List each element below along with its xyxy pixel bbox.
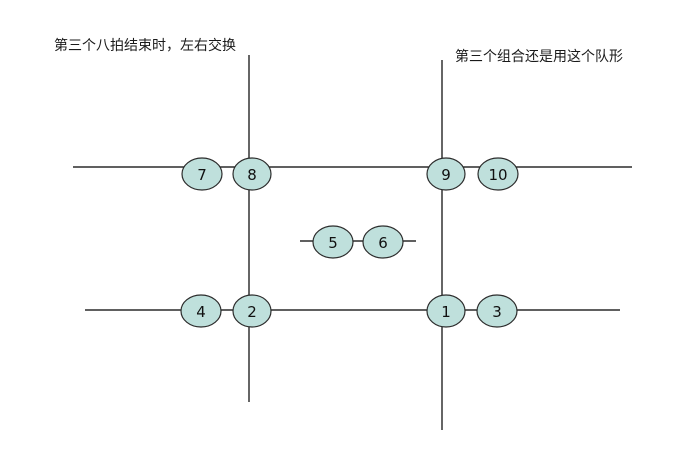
formation-note-right: 第三个组合还是用这个队形: [455, 49, 623, 65]
dancer-6-label: 6: [378, 234, 388, 252]
dancer-3-label: 3: [492, 303, 502, 321]
dancer-8-label: 8: [247, 166, 257, 184]
dancer-5-label: 5: [328, 234, 338, 252]
dancer-9-label: 9: [441, 166, 451, 184]
dancer-10-label: 10: [488, 166, 507, 184]
dancer-7: 7: [181, 157, 223, 191]
dancer-3: 3: [476, 294, 518, 328]
dancer-4-label: 4: [196, 303, 206, 321]
dancer-7-label: 7: [197, 166, 207, 184]
dancer-9: 9: [426, 157, 466, 191]
dancer-6: 6: [362, 225, 404, 259]
dancer-1: 1: [426, 294, 466, 328]
dancer-4: 4: [180, 294, 222, 328]
dancer-1-label: 1: [441, 303, 451, 321]
dancer-8: 8: [232, 157, 272, 191]
dancer-5: 5: [312, 225, 354, 259]
dancer-2: 2: [232, 294, 272, 328]
formation-note-left: 第三个八拍结束时，左右交换: [54, 38, 236, 54]
dancer-10: 10: [477, 157, 519, 191]
dancer-2-label: 2: [247, 303, 257, 321]
